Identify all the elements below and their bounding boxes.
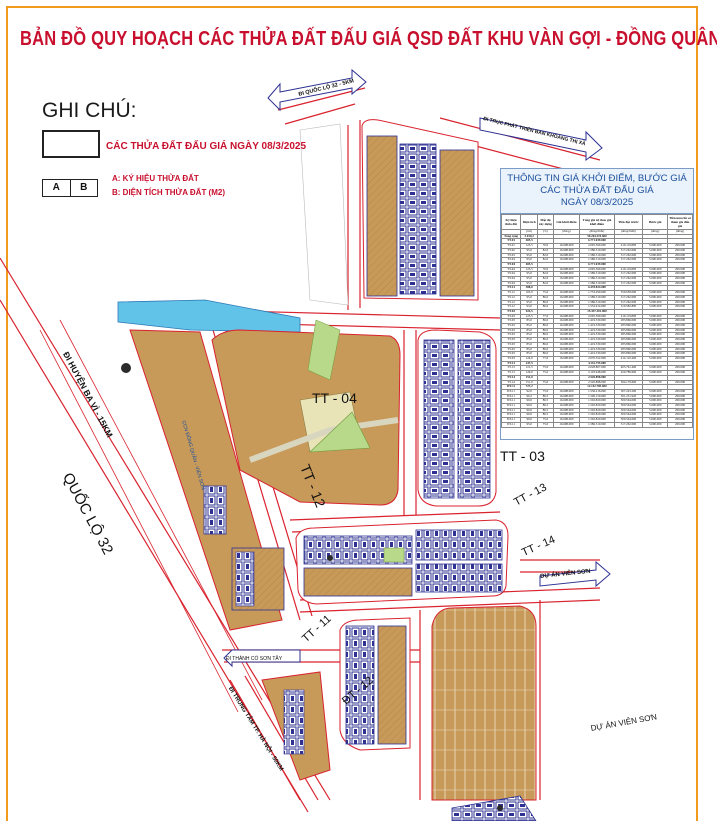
table-units-row: (m2)(%)(đồng)(đồng/thửa)(đồng/thửa)(đồng… bbox=[501, 229, 693, 235]
legend-b-desc: B: DIỆN TÍCH THỬA ĐẤT (M2) bbox=[112, 188, 225, 197]
legend-b-cell: B bbox=[69, 180, 98, 196]
green-area-north bbox=[299, 123, 349, 306]
zone-label-tt03: TT - 03 bbox=[500, 448, 545, 464]
table-cell: 5.000.000 bbox=[642, 421, 669, 428]
price-info-title-line3: NGÀY 08/3/2025 bbox=[560, 197, 634, 208]
price-info-panel: THÔNG TIN GIÁ KHỞI ĐIỂM, BƯỚC GIÁ CÁC TH… bbox=[500, 168, 694, 440]
legend-auction-label: CÁC THỬA ĐẤT ĐẤU GIÁ NGÀY 08/3/2025 bbox=[106, 141, 307, 152]
table-header-cell: Tổng giá trị theo giá khởi điểm bbox=[579, 214, 615, 230]
price-info-title-line1: THÔNG TIN GIÁ KHỞI ĐIỂM, BƯỚC GIÁ bbox=[507, 173, 687, 184]
table-header-cell: Bước giá bbox=[642, 214, 669, 230]
legend-a-desc: A: KÝ HIỆU THỬA ĐẤT bbox=[112, 174, 199, 183]
table-header-cell: Tiền đặt trước bbox=[613, 214, 644, 230]
road-label-son-tay: ĐI THÀNH CỔ SƠN TÂY bbox=[226, 656, 283, 662]
block-south-east bbox=[431, 605, 537, 821]
table-cell: 1.586.310.000 bbox=[579, 421, 615, 428]
table-cell: 317.262.000 bbox=[613, 421, 644, 428]
road-arrows bbox=[223, 68, 611, 668]
map-title: BẢN ĐỒ QUY HOẠCH CÁC THỬA ĐẤT ĐẤU GIÁ QS… bbox=[20, 27, 717, 51]
water-body bbox=[117, 299, 301, 333]
legend-auction-box bbox=[42, 130, 100, 158]
table-cell: ĐT-11 bbox=[501, 421, 522, 428]
block-tt13 bbox=[295, 519, 509, 605]
legend-heading: GHI CHÚ: bbox=[42, 99, 137, 122]
table-header-cell: Giá khởi điểm bbox=[552, 214, 581, 230]
table-header-cell: Tiền mua hồ sơ tham gia đấu giá bbox=[667, 214, 693, 230]
block-tt03 bbox=[417, 329, 497, 507]
price-info-title-line2: CÁC THỬA ĐẤT ĐẤU GIÁ bbox=[540, 185, 654, 196]
green-area bbox=[307, 319, 341, 381]
price-table-body: (m2)(%)(đồng)(đồng/thửa)(đồng/thửa)(đồng… bbox=[501, 229, 693, 428]
block-south-center bbox=[261, 617, 411, 781]
table-header-cell: Mặt độ xây dựng bbox=[537, 214, 554, 230]
table-cell: Tổng cộng bbox=[501, 233, 522, 240]
price-info-title: THÔNG TIN GIÁ KHỞI ĐIỂM, BƯỚC GIÁ CÁC TH… bbox=[501, 169, 693, 214]
block-tt04 bbox=[211, 329, 401, 506]
table-cell: 16.698.000 bbox=[552, 421, 581, 428]
table-cell: 200.000 bbox=[667, 421, 693, 428]
block-west-strip bbox=[129, 329, 285, 631]
table-header-cell: Diện tích bbox=[520, 214, 539, 230]
table-cell: 75,0 bbox=[537, 421, 554, 428]
table-header-cell: Ký hiệu thửa đất bbox=[501, 214, 522, 230]
page-frame bbox=[6, 6, 698, 821]
zone-label-tt04: TT - 04 bbox=[312, 390, 357, 406]
parcel-markers bbox=[121, 363, 503, 811]
table-cell: 95,0 bbox=[520, 421, 539, 428]
legend-ab-symbol: A B bbox=[42, 179, 98, 197]
block-north bbox=[361, 119, 479, 301]
legend-a-cell: A bbox=[52, 182, 60, 193]
